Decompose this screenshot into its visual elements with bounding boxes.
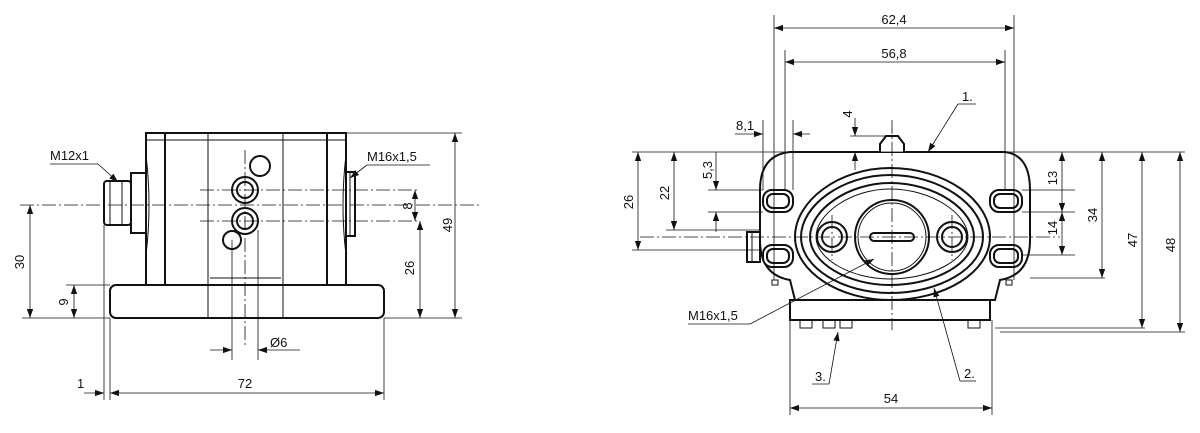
dim-13: 13 <box>1045 171 1060 185</box>
dim-inner-width: 56,8 <box>881 46 906 61</box>
side-view: 49 26 8 30 9 Ø6 1 72 M12x1 M16x1,5 <box>12 132 480 400</box>
dim-pin-height: 4 <box>840 110 855 117</box>
dim-hole-spacing: 8 <box>400 202 415 209</box>
dim-hole-diameter: Ø6 <box>270 335 287 350</box>
side-body <box>103 132 385 319</box>
callout-2: 2. <box>964 366 975 381</box>
dim-outer-width: 62,4 <box>881 12 906 27</box>
front-view: 62,4 56,8 8,1 4 5,3 26 22 13 14 34 47 <box>621 12 1185 415</box>
dim-14: 14 <box>1045 221 1060 235</box>
dim-slot-width: 8,1 <box>736 118 754 133</box>
front-body <box>746 135 1031 329</box>
dim-height-axis: 26 <box>402 261 417 275</box>
thread-label-right: M16x1,5 <box>367 149 417 164</box>
dim-axis-height: 30 <box>12 255 27 269</box>
dim-base-width: 54 <box>884 391 898 406</box>
dim-34: 34 <box>1085 208 1100 222</box>
dim-22: 22 <box>657 186 672 200</box>
dim-48: 48 <box>1163 238 1178 252</box>
dim-height-total: 49 <box>440 218 455 232</box>
dim-offset: 1 <box>77 376 84 391</box>
thread-label-front: M16x1,5 <box>688 308 738 323</box>
dim-26: 26 <box>621 195 636 209</box>
dim-slot-height: 5,3 <box>700 161 715 179</box>
dim-width: 72 <box>238 376 252 391</box>
callout-1: 1. <box>962 89 973 104</box>
thread-label-left: M12x1 <box>50 148 89 163</box>
callout-3: 3. <box>815 369 826 384</box>
dim-base-height: 9 <box>56 298 71 305</box>
dim-47: 47 <box>1125 233 1140 247</box>
